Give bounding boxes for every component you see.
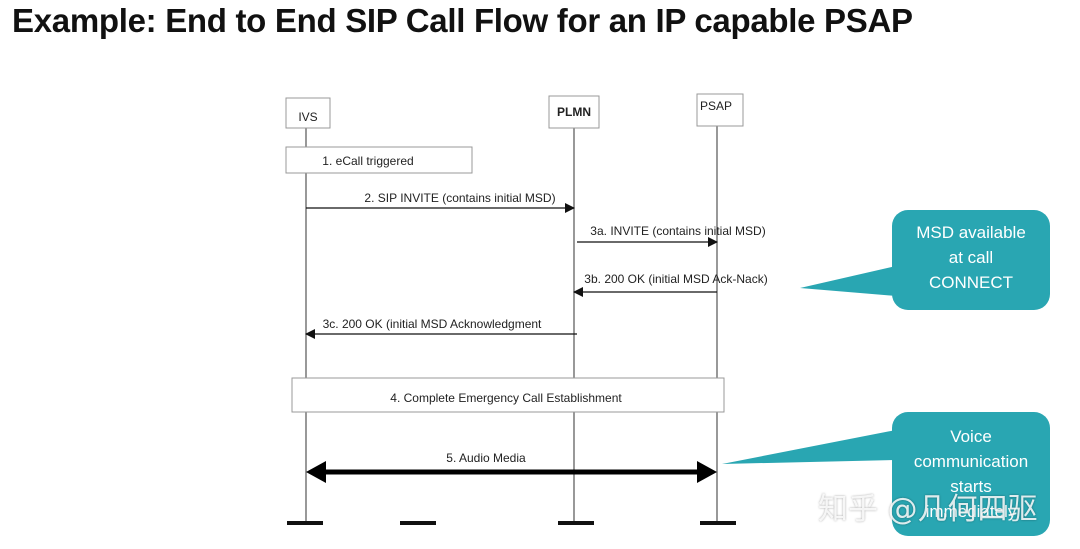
msd-callout-line: at call xyxy=(948,248,994,267)
msd-callout-line: CONNECT xyxy=(928,273,1014,292)
step4-box xyxy=(291,377,725,413)
msd-callout: MSD available at call CONNECT xyxy=(892,210,1050,310)
voice-callout-line: immediately xyxy=(925,502,1017,521)
audio-media-arrow xyxy=(306,461,717,483)
step3a-label: 3a. INVITE (contains initial MSD) xyxy=(590,224,765,238)
step3c-label: 3c. 200 OK (initial MSD Acknowledgment xyxy=(323,317,542,331)
step3b-label: 3b. 200 OK (initial MSD Ack-Nack) xyxy=(584,272,767,286)
ivs-entity: IVS xyxy=(285,97,331,129)
plmn-entity: PLMN xyxy=(548,95,600,129)
step2-label: 2. SIP INVITE (contains initial MSD) xyxy=(364,191,555,205)
callout-pointer-msd xyxy=(800,266,896,296)
callout-pointer-voice xyxy=(722,430,896,464)
step5-label: 5. Audio Media xyxy=(446,451,526,465)
voice-callout-line: communication xyxy=(913,452,1029,471)
step4-label: 4. Complete Emergency Call Establishment xyxy=(390,391,622,405)
voice-callout-line: starts xyxy=(950,477,992,496)
psap-label: PSAP xyxy=(700,99,732,113)
voice-callout-line: Voice xyxy=(950,427,992,446)
lifeline-end-bar xyxy=(700,521,736,525)
lifeline-end-bar xyxy=(558,521,594,525)
lifeline-end-bar xyxy=(287,521,323,525)
lifeline-end-bar xyxy=(400,521,436,525)
ivs-label: IVS xyxy=(298,110,317,124)
voice-callout: Voice communication starts immediately xyxy=(892,412,1050,536)
step1-box xyxy=(285,146,473,174)
psap-entity: PSAP xyxy=(696,93,744,127)
msd-callout-line: MSD available xyxy=(916,223,1026,242)
page-title: Example: End to End SIP Call Flow for an… xyxy=(12,2,913,39)
watermark: 知乎 @几何四驱 xyxy=(818,492,1038,527)
step1-label: 1. eCall triggered xyxy=(322,154,413,168)
plmn-label: PLMN xyxy=(557,105,591,119)
